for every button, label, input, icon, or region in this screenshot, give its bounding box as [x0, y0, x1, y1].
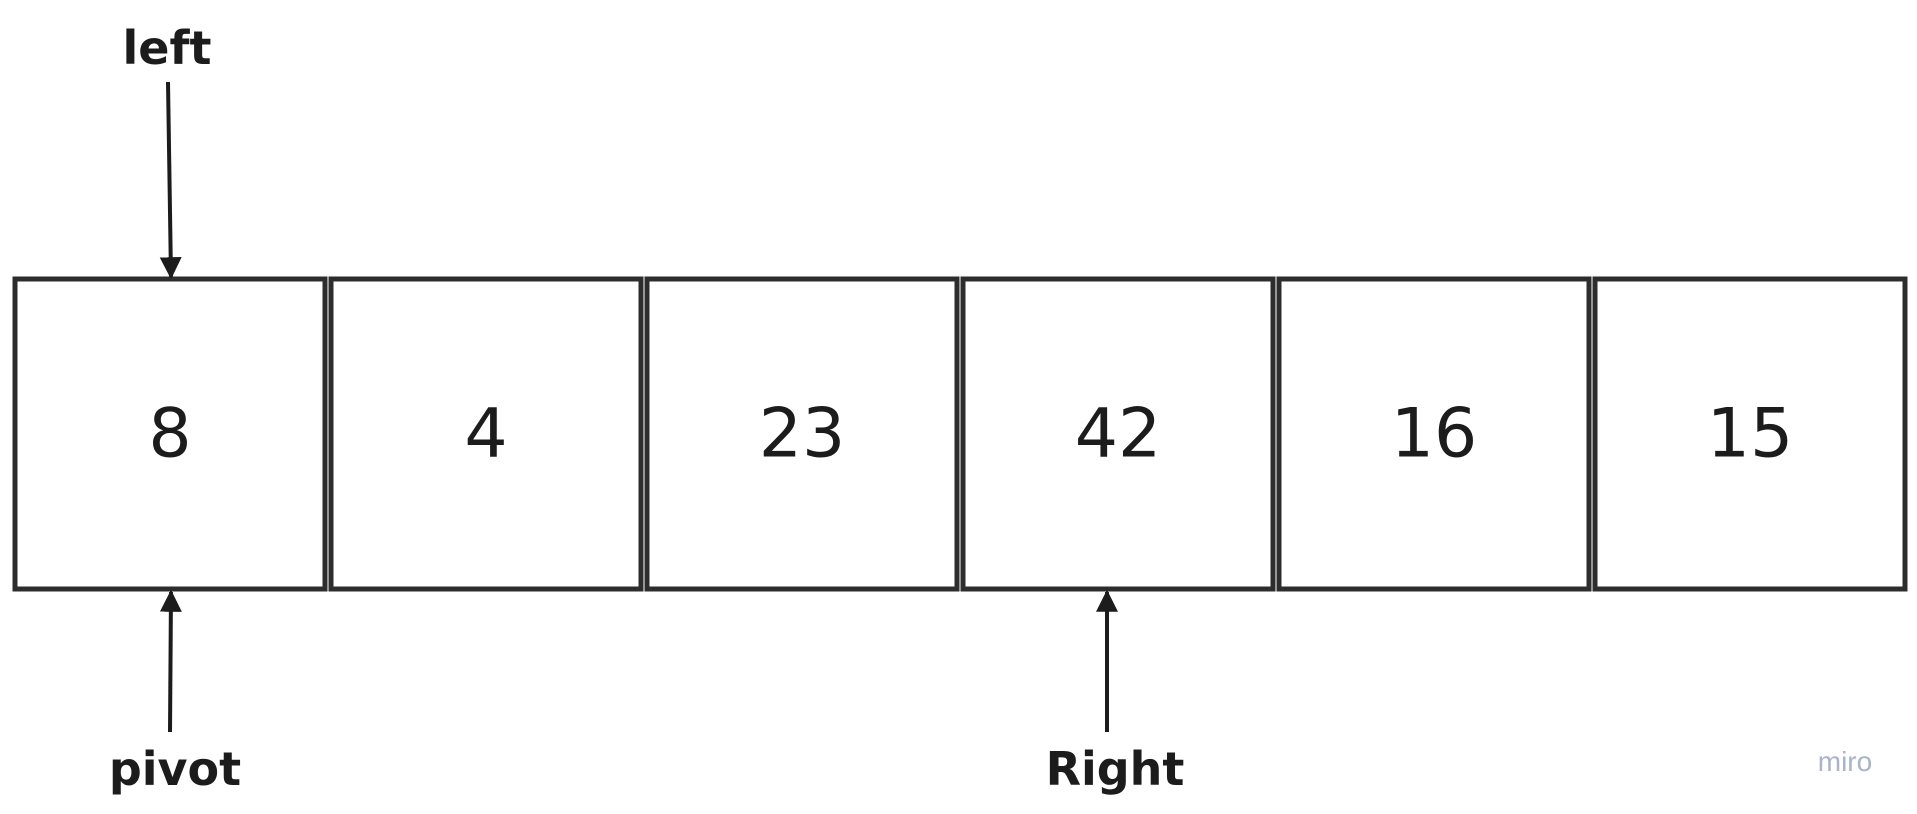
right-label: Right [1046, 742, 1185, 796]
cell-value: 15 [1707, 395, 1794, 474]
cell-value: 16 [1391, 395, 1478, 474]
array-cell: 4 [328, 276, 644, 592]
cell-value: 42 [1075, 395, 1162, 474]
array-row: 8 4 23 42 16 15 [12, 276, 1908, 592]
left-label: left [123, 21, 212, 75]
pivot-label: pivot [109, 742, 241, 796]
array-cell: 8 [12, 276, 328, 592]
pivot-arrow [159, 589, 182, 733]
miro-watermark: miro [1818, 746, 1872, 777]
cell-value: 8 [148, 395, 191, 474]
array-cell: 15 [1592, 276, 1908, 592]
array-cell: 16 [1276, 276, 1592, 592]
right-pointer: Right [1046, 589, 1185, 796]
left-pointer: left [123, 21, 212, 280]
pivot-pointer: pivot [109, 589, 241, 796]
array-cell: 23 [644, 276, 960, 592]
cell-value: 23 [759, 395, 846, 474]
left-arrow [159, 81, 182, 280]
array-cell: 42 [960, 276, 1276, 592]
cell-value: 4 [464, 395, 507, 474]
